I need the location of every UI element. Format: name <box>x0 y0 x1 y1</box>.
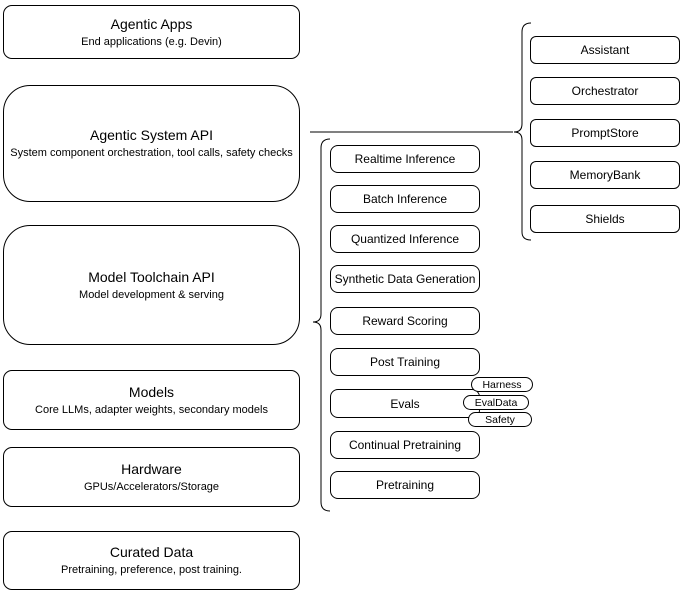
box-title: Models <box>128 383 175 400</box>
component-item-memorybank: MemoryBank <box>530 161 680 189</box>
toolchain-item-evals: Evals <box>330 389 480 418</box>
evals-pill-safety: Safety <box>468 412 532 427</box>
toolchain-item-continual-pretraining: Continual Pretraining <box>330 431 480 459</box>
toolchain-item-reward-scoring: Reward Scoring <box>330 307 480 335</box>
box-curated-data: Curated Data Pretraining, preference, po… <box>3 531 300 590</box>
toolchain-item-synthetic-data-generation: Synthetic Data Generation <box>330 265 480 293</box>
component-item-orchestrator: Orchestrator <box>530 77 680 105</box>
box-subtitle: Model development & serving <box>79 288 224 301</box>
box-subtitle: Pretraining, preference, post training. <box>61 564 242 576</box>
component-item-assistant: Assistant <box>530 36 680 64</box>
box-models: Models Core LLMs, adapter weights, secon… <box>3 370 300 430</box>
box-agentic-apps: Agentic Apps End applications (e.g. Devi… <box>3 5 300 59</box>
box-model-toolchain-api: Model Toolchain API Model development & … <box>3 225 300 345</box>
box-subtitle: Core LLMs, adapter weights, secondary mo… <box>35 403 268 416</box>
box-title: Model Toolchain API <box>88 268 215 285</box>
box-subtitle: End applications (e.g. Devin) <box>81 35 222 48</box>
box-title: Curated Data <box>109 544 194 560</box>
toolchain-group-brace <box>312 138 331 512</box>
component-item-promptstore: PromptStore <box>530 119 680 147</box>
toolchain-item-pretraining: Pretraining <box>330 471 480 499</box>
box-subtitle: GPUs/Accelerators/Storage <box>83 480 220 493</box>
toolchain-item-quantized-inference: Quantized Inference <box>330 225 480 253</box>
box-subtitle: System component orchestration, tool cal… <box>10 147 293 159</box>
evals-pill-evaldata: EvalData <box>463 395 529 410</box>
toolchain-item-post-training: Post Training <box>330 348 480 376</box>
box-title: Hardware <box>121 460 182 477</box>
component-item-shields: Shields <box>530 205 680 233</box>
toolchain-item-realtime-inference: Realtime Inference <box>330 145 480 173</box>
box-title: Agentic Apps <box>110 15 193 32</box>
evals-pill-harness: Harness <box>471 377 533 392</box>
box-agentic-system-api: Agentic System API System component orch… <box>3 85 300 202</box>
components-group-brace <box>513 22 532 241</box>
box-title: Agentic System API <box>90 127 213 143</box>
toolchain-item-batch-inference: Batch Inference <box>330 185 480 213</box>
box-hardware: Hardware GPUs/Accelerators/Storage <box>3 447 300 507</box>
